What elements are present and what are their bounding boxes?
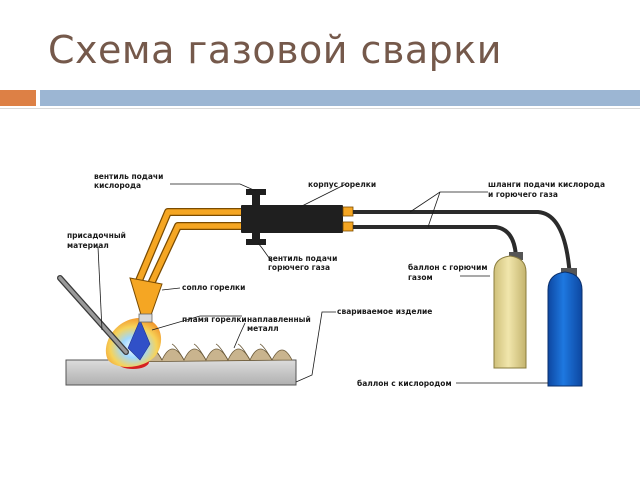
fuel-gas-cylinder [493,255,527,369]
slide-title: Схема газовой сварки [48,28,502,72]
label-workpiece: свариваемое изделие [337,307,432,316]
accent-bar-blue [40,90,640,106]
torch-nozzle [129,277,163,319]
label-flame: пламя горелки [182,315,247,324]
workpiece-plate [65,359,297,386]
oxygen-cylinder [547,271,583,387]
accent-bar-orange [0,90,36,106]
torch-body [241,205,343,233]
label-nozzle: сопло горелки [182,283,245,292]
header-divider [0,108,640,109]
label-torch-body: корпус горелки [308,180,376,189]
gas-valve [252,233,260,243]
flame-core [127,319,151,361]
leader-lines [97,183,548,384]
torch-tubes [134,208,245,288]
label-oxygen-cylinder: баллон с кислородом [357,379,452,388]
oxygen-valve [252,191,260,205]
